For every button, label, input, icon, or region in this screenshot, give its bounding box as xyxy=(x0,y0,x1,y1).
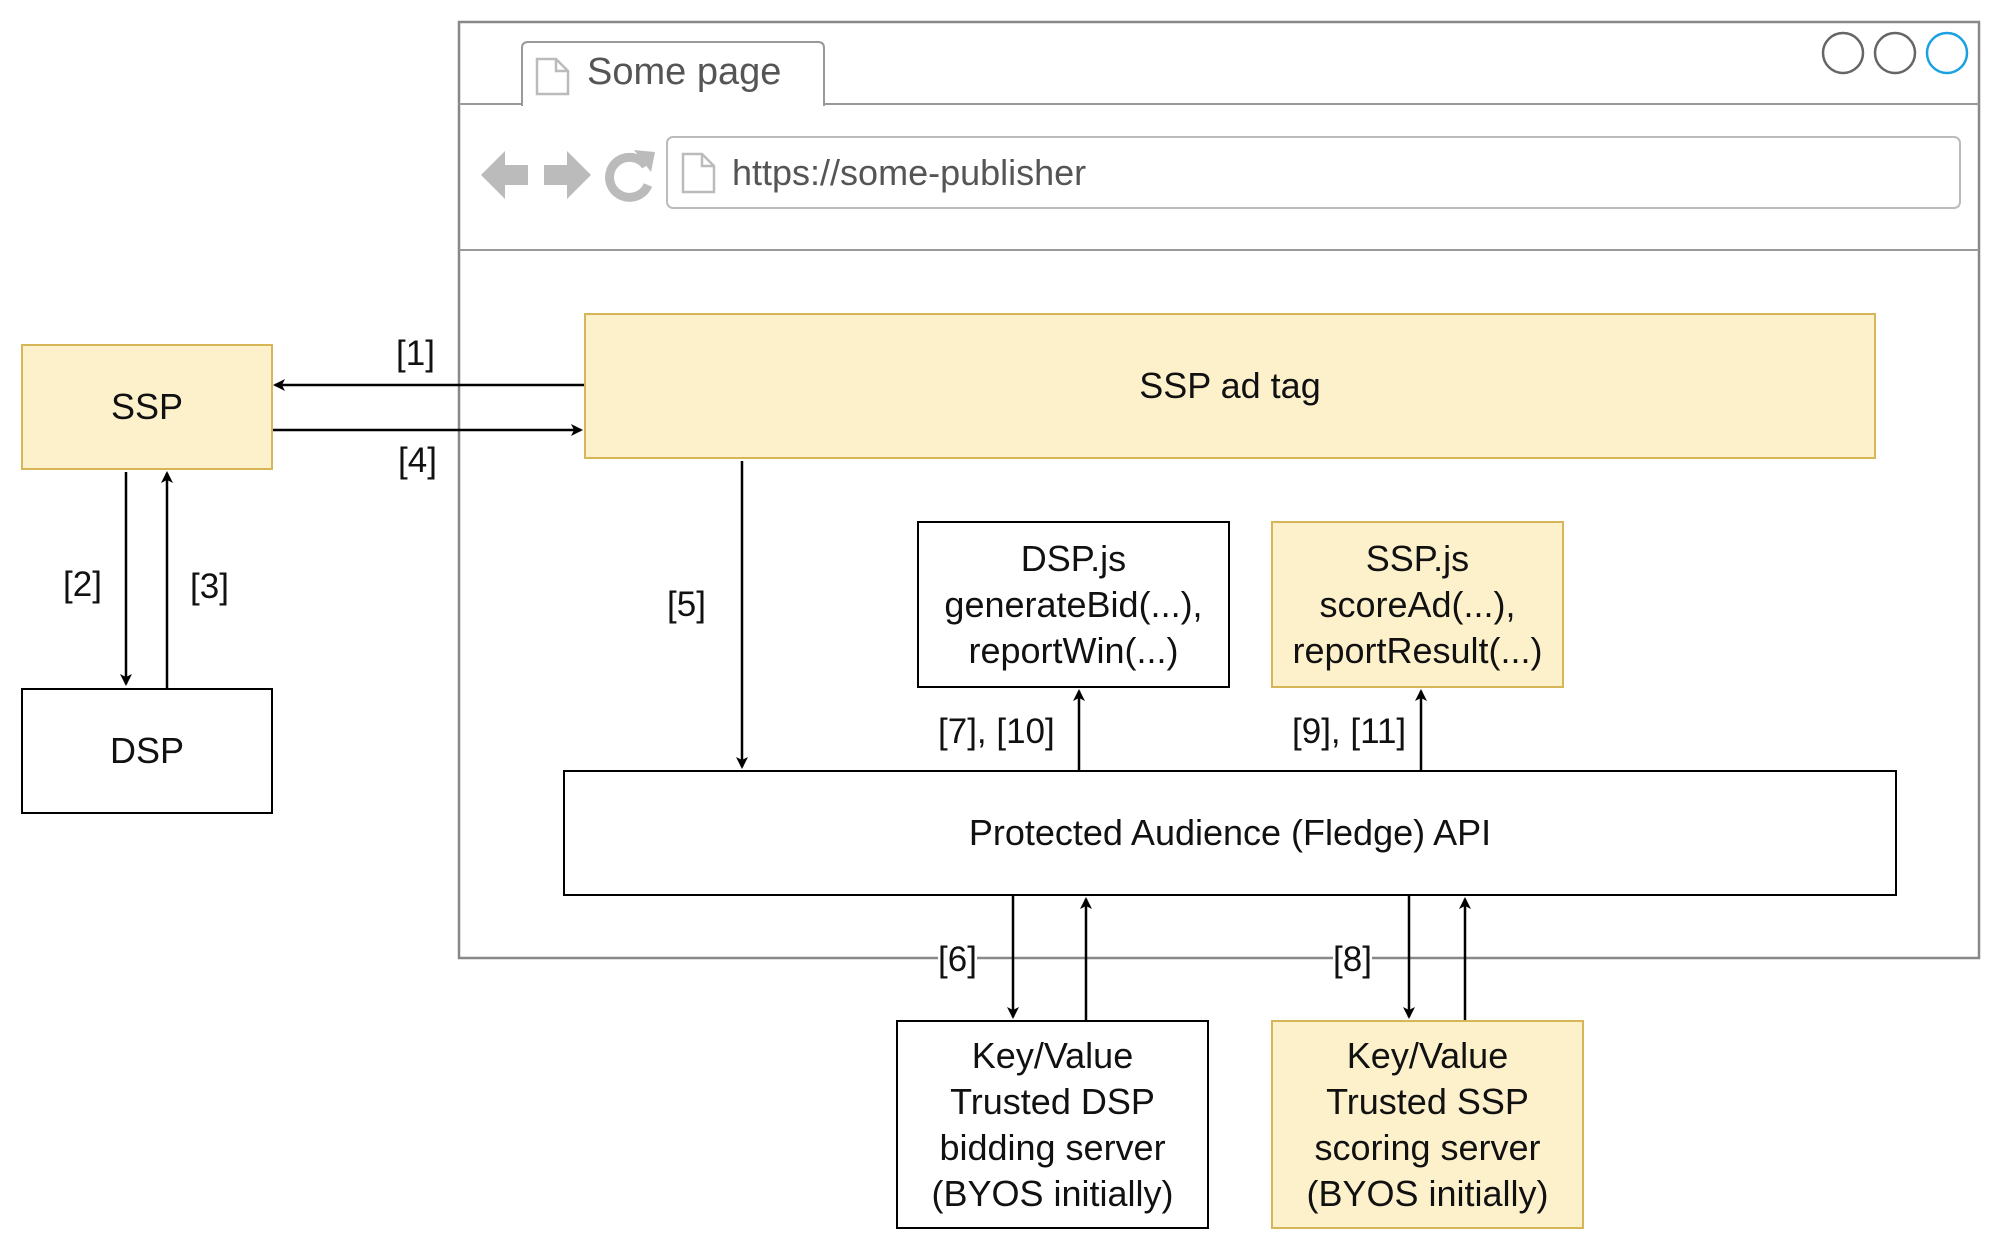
edge-5-label: [5] xyxy=(667,585,706,625)
edge-6-label: [6] xyxy=(938,940,977,980)
address-page-icon xyxy=(681,152,716,194)
kv-dsp-bidding-server-node: Key/Value Trusted DSP bidding server (BY… xyxy=(896,1020,1209,1229)
edge-3-label: [3] xyxy=(190,567,229,607)
protected-audience-api-node: Protected Audience (Fledge) API xyxy=(563,770,1897,896)
edge-4-label: [4] xyxy=(398,441,437,481)
window-button-blue-icon[interactable] xyxy=(1925,31,1969,75)
ssp-js-node: SSP.js scoreAd(...), reportResult(...) xyxy=(1271,521,1564,688)
address-bar[interactable] xyxy=(666,136,1961,209)
back-arrow-icon[interactable] xyxy=(481,151,528,199)
reload-icon[interactable] xyxy=(605,150,655,202)
window-button-icon[interactable] xyxy=(1821,31,1865,75)
window-button-icon[interactable] xyxy=(1873,31,1917,75)
edge-7-10-label: [7], [10] xyxy=(938,712,1055,751)
browser-tab[interactable] xyxy=(521,41,825,106)
url-text: https://some-publisher xyxy=(732,152,1087,193)
forward-arrow-icon[interactable] xyxy=(544,151,591,199)
dsp-js-node: DSP.js generateBid(...), reportWin(...) xyxy=(917,521,1230,688)
edge-9-11-label: [9], [11] xyxy=(1292,712,1407,751)
edge-2-label: [2] xyxy=(63,565,102,605)
ssp-ad-tag-node: SSP ad tag xyxy=(584,313,1876,459)
edge-8-label: [8] xyxy=(1333,940,1372,980)
edge-1-label: [1] xyxy=(396,334,435,374)
tab-title: Some page xyxy=(587,51,782,93)
kv-ssp-scoring-server-node: Key/Value Trusted SSP scoring server (BY… xyxy=(1271,1020,1584,1229)
dsp-node: DSP xyxy=(21,688,273,814)
tab-page-icon xyxy=(535,57,570,96)
ssp-node: SSP xyxy=(21,344,273,470)
